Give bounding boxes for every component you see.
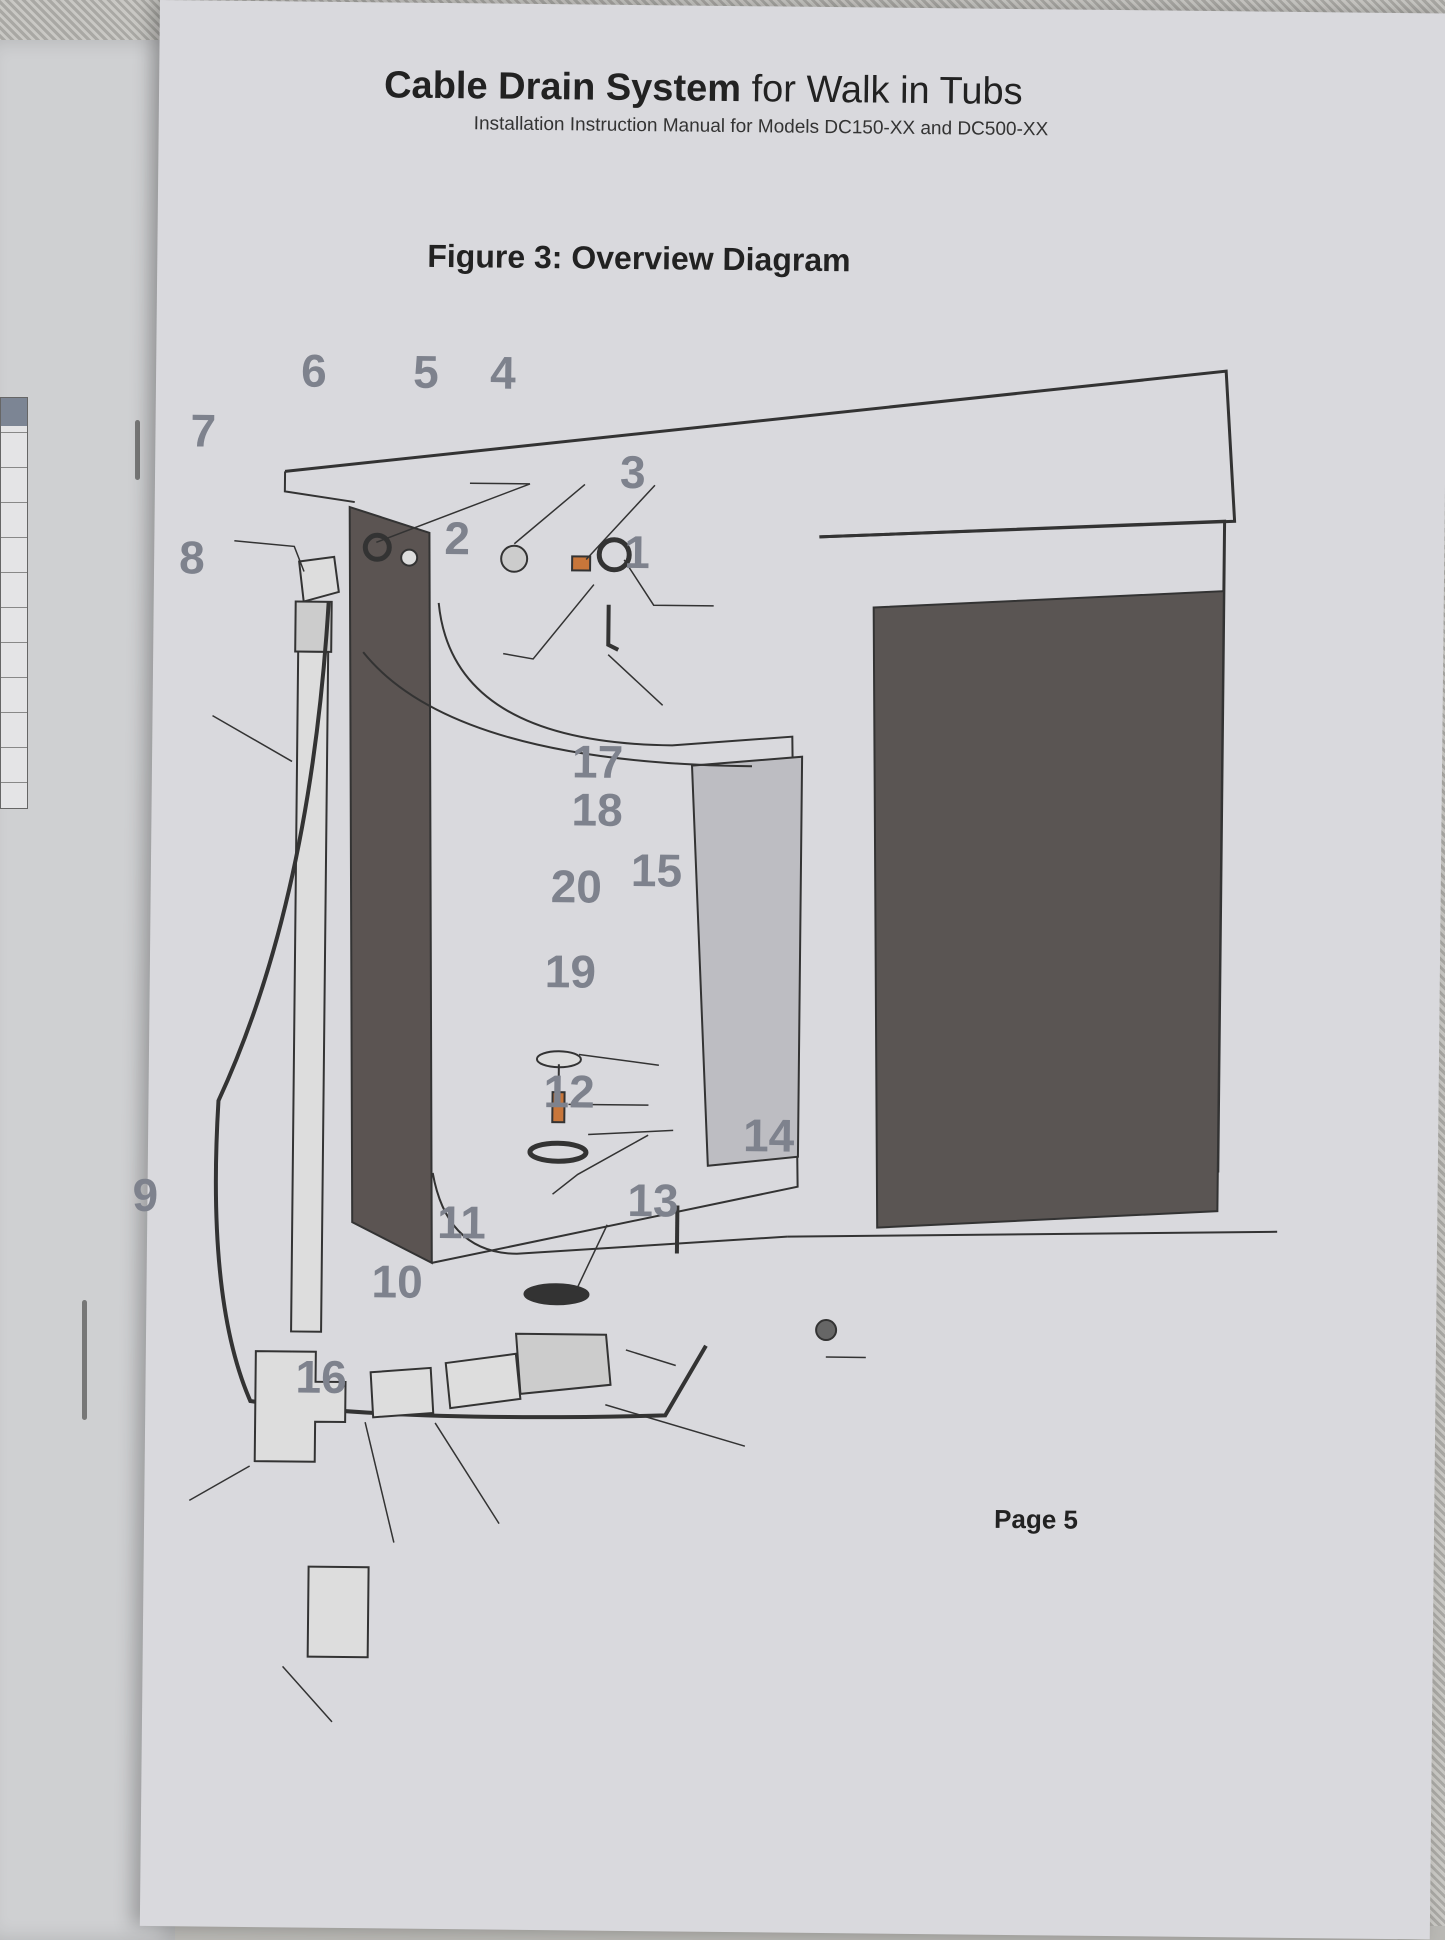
drain-gasket [524,1284,588,1305]
callout-12: 12 [543,1064,595,1119]
page-number: Page 5 [994,1504,1078,1536]
callout-5: 5 [413,345,439,399]
overflow-elbow [299,556,339,601]
callout-17: 17 [572,734,624,789]
callout-18: 18 [571,782,623,837]
callout-14: 14 [743,1108,795,1163]
tailpiece [445,1353,521,1409]
callout-13: 13 [627,1173,679,1228]
callout-1: 1 [624,525,650,579]
callout-19: 19 [545,944,597,999]
pipe-coupling [308,1567,369,1658]
callout-2: 2 [444,511,470,565]
callout-3: 3 [620,445,646,499]
staple [82,1300,87,1420]
staple [135,420,140,480]
callout-15: 15 [631,843,683,898]
overflow-plate [501,546,527,572]
callout-7: 7 [190,403,216,457]
callout-11: 11 [437,1195,486,1250]
drain-flange [530,1143,586,1162]
vertical-pipe [291,651,328,1331]
overview-diagram [140,0,1445,1939]
drain-body [515,1334,611,1395]
callout-10: 10 [371,1254,423,1309]
cable-clip [816,1320,836,1340]
end-panel [342,507,440,1263]
overflow-pin [608,605,618,650]
cable [213,601,713,1419]
callout-16: 16 [295,1349,347,1404]
callout-4: 4 [490,345,516,399]
callout-6: 6 [301,343,327,397]
left-page-table [0,397,28,809]
callout-9: 9 [132,1168,158,1222]
callout-20: 20 [550,859,602,914]
callout-8: 8 [179,530,205,584]
slip-nut [370,1367,434,1418]
manual-page: Cable Drain System for Walk in Tubs Inst… [140,0,1445,1939]
